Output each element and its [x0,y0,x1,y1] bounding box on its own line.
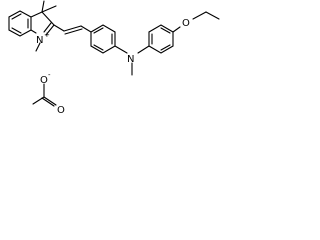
amine-bonds [114,45,150,76]
ether-o-atom: O [182,18,190,29]
indolium-benzene-ring [8,10,32,37]
structure-drawing: N + N O O - O [8,0,220,116]
n-methyl-group [35,42,41,52]
n-plus-atom: N [36,35,43,46]
acetate-o-minus-atom: O [40,75,48,86]
gem-dimethyl-groups [41,0,57,13]
ethoxyphenyl-ring [148,24,174,54]
vinyl-linker [53,24,92,35]
ethoxy-chain [172,11,220,33]
indolium-five-ring [30,11,55,36]
phenylene-ring [90,24,116,54]
chemical-structure: N + N O O - O [0,0,274,132]
amine-n-atom: N [127,54,134,65]
positive-charge: + [44,31,50,39]
negative-charge: - [48,71,51,79]
acetate-bonds [32,83,57,107]
acetate-o-double-atom: O [57,105,65,116]
